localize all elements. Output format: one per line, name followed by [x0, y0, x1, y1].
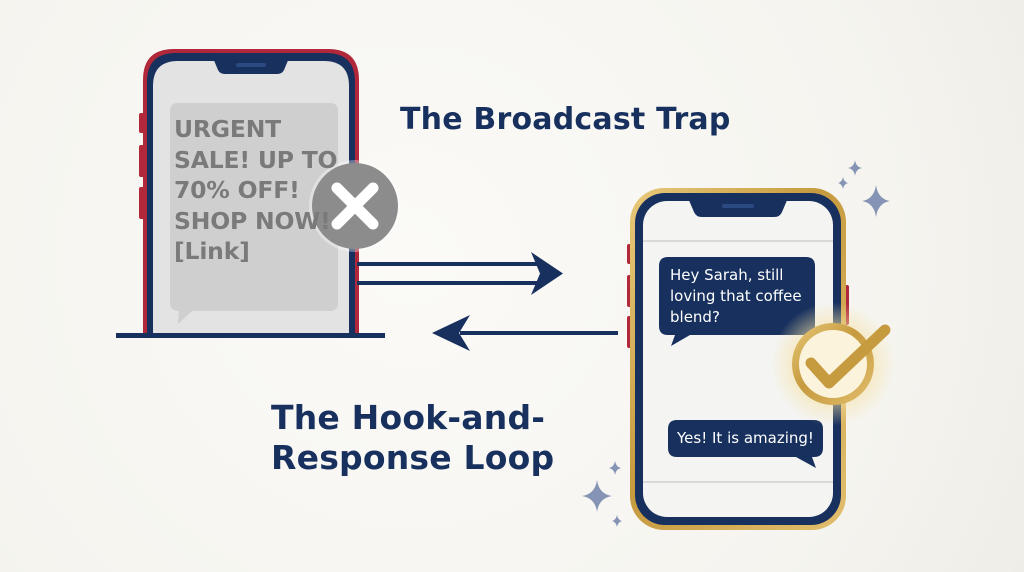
phone-speaker: [722, 204, 754, 208]
incoming-message-text: Hey Sarah, still loving that coffee blen…: [670, 266, 802, 326]
x-icon: [331, 182, 379, 230]
broadcast-phone: [116, 49, 385, 338]
sparkle-icon: [612, 515, 622, 527]
screen-footer-divider: [643, 481, 833, 483]
approve-badge: [771, 302, 895, 426]
reject-badge: [309, 160, 401, 252]
approve-badge-face: [799, 330, 867, 398]
ground-line: [116, 333, 385, 338]
checkmark-icon: [805, 324, 891, 389]
spam-message-text: URGENT SALE! UP TO 70% OFF! SHOP NOW! [L…: [174, 115, 338, 265]
hook-phone: [627, 188, 849, 530]
broadcast-trap-label: The Broadcast Trap: [400, 102, 731, 137]
sparkle-icon: [862, 185, 890, 217]
screen-header-divider: [643, 240, 833, 242]
spam-message-bubble: [170, 103, 338, 324]
incoming-message-bubble: [659, 257, 815, 346]
reply-message-bubble: [668, 420, 823, 468]
outgoing-arrow: [357, 252, 563, 295]
sparkle-icon: [838, 177, 848, 189]
phone-speaker: [236, 63, 266, 67]
return-arrow: [432, 315, 618, 351]
hook-and-response-label: The Hook-and-Response Loop: [271, 398, 555, 477]
reply-message-text: Yes! It is amazing!: [677, 429, 814, 447]
sparkle-icon: [848, 160, 862, 176]
sparkle-icon: [609, 461, 621, 475]
sparkle-icon: [582, 480, 612, 512]
